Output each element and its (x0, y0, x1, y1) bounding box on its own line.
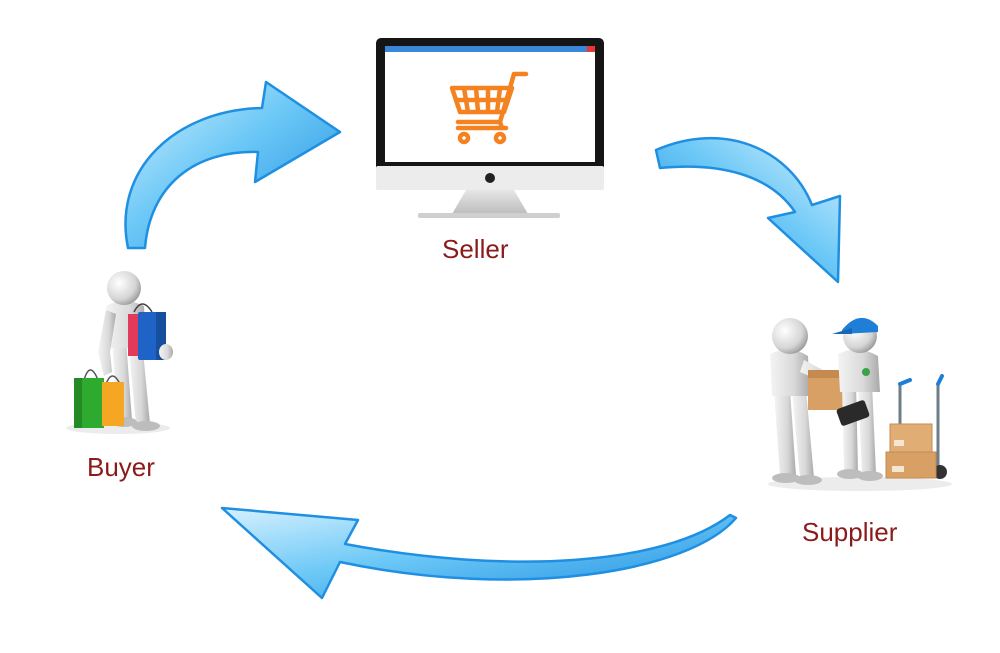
shopping-cart-icon (449, 71, 529, 145)
delivery-figures-icon (768, 317, 952, 491)
arrow-seller-to-supplier (654, 136, 842, 284)
arrow-buyer-to-seller (124, 80, 342, 250)
seller-label: Seller (442, 234, 509, 264)
computer-cart-icon (376, 38, 604, 218)
arrow-supplier-to-buyer (220, 506, 738, 600)
buyer-label: Buyer (87, 452, 155, 482)
shopper-figure-icon (66, 271, 173, 434)
supplier-label: Supplier (802, 517, 898, 547)
